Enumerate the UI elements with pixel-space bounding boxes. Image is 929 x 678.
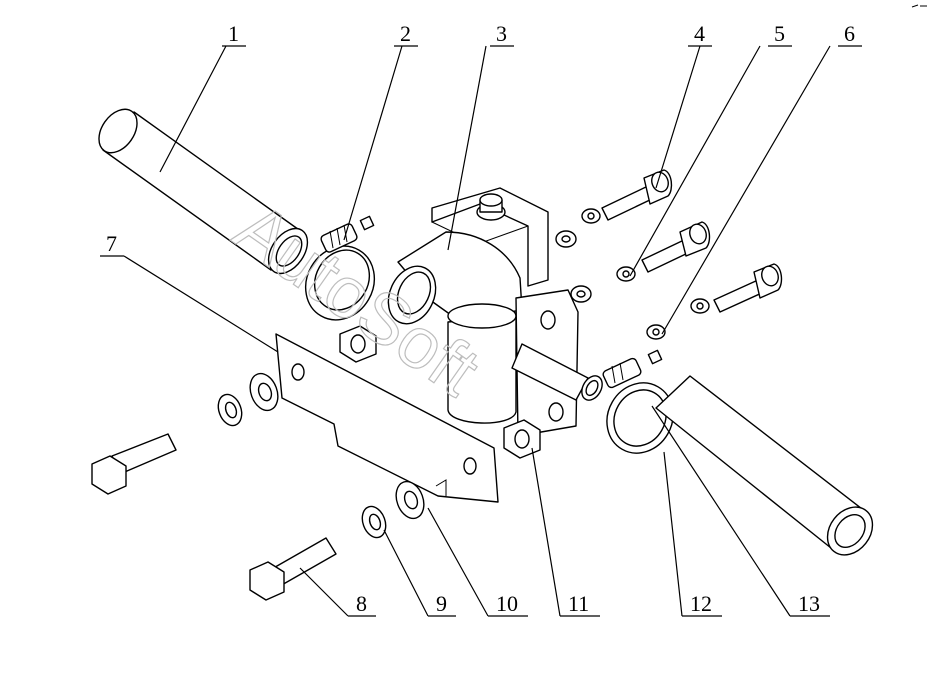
part-hex-nut-upper — [339, 325, 377, 363]
part-valve-body — [387, 187, 603, 437]
part-mounting-plate — [275, 333, 499, 503]
callout-2: 2 — [400, 21, 411, 46]
callout-10: 10 — [496, 591, 518, 616]
part-washers-lower — [217, 372, 425, 539]
corner-mark — [911, 4, 927, 8]
part-cap-screw-2 — [641, 221, 711, 273]
part-hex-bolt-upper — [91, 433, 177, 495]
part-washer-stack-right — [555, 208, 710, 340]
callout-9: 9 — [436, 591, 447, 616]
callout-3: 3 — [496, 21, 507, 46]
callout-13: 13 — [798, 591, 820, 616]
callout-11: 11 — [568, 591, 589, 616]
callout-6: 6 — [844, 21, 855, 46]
callout-7: 7 — [106, 231, 117, 256]
callout-8: 8 — [356, 591, 367, 616]
part-right-hose-clamp — [602, 349, 674, 454]
callout-labels: 1 2 3 4 5 6 7 8 9 10 11 12 13 — [106, 21, 855, 616]
part-cap-screw-1 — [601, 169, 673, 221]
part-hex-nut-lower — [503, 419, 541, 459]
callout-1: 1 — [228, 21, 239, 46]
callout-12: 12 — [690, 591, 712, 616]
part-left-pipe — [98, 108, 309, 275]
part-cap-screw-3 — [713, 263, 783, 313]
part-hex-bolt-lower — [249, 537, 337, 601]
part-right-pipe — [655, 375, 874, 556]
callout-4: 4 — [694, 21, 705, 46]
callout-5: 5 — [774, 21, 785, 46]
leader-lines — [100, 45, 862, 617]
